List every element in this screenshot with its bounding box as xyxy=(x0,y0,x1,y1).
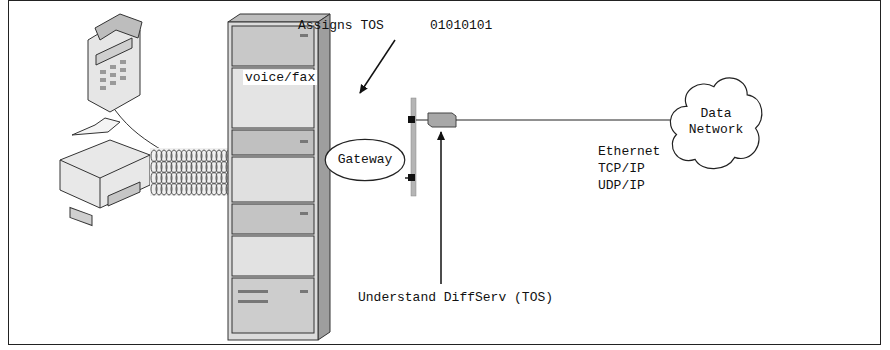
leader-arrow xyxy=(360,40,395,93)
gateway-ellipse: Gateway xyxy=(324,138,406,182)
annotation: Understand DiffServ (TOS) xyxy=(358,290,553,305)
annotation: Assigns TOS xyxy=(298,18,384,33)
tos-value: 01010101 xyxy=(430,18,492,33)
node-label: Gateway xyxy=(338,152,393,168)
frame xyxy=(9,1,881,345)
protocol-label: UDP/IP xyxy=(598,178,645,193)
coiled-cable xyxy=(150,148,232,196)
protocol-label: TCP/IP xyxy=(598,161,645,176)
fax-machine-icon xyxy=(60,118,170,225)
leader-arrow xyxy=(440,132,442,284)
network-cloud: Data Network xyxy=(664,70,768,174)
protocol-label: Ethernet xyxy=(598,144,660,159)
node-label: Data Network xyxy=(681,106,751,138)
rack-label: voice/fax xyxy=(243,70,317,85)
network-attachment xyxy=(405,98,676,196)
equipment-rack xyxy=(228,14,330,340)
